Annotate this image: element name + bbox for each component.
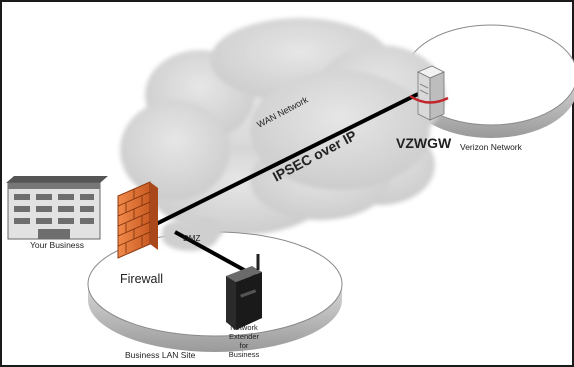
building-icon: [6, 176, 108, 240]
network-extender-icon: [226, 254, 262, 330]
verizon-network-label: Verizon Network: [460, 142, 523, 152]
network-extender-label: Network Extender for Business: [229, 323, 260, 359]
extender-label-line-4: Business: [229, 350, 260, 359]
dmz-cloud-icon: [162, 218, 223, 251]
dmz-label: DMZ: [183, 234, 200, 243]
server-icon: [409, 65, 449, 121]
dmz-link-line: [174, 230, 256, 278]
wan-cloud-icon: [120, 18, 445, 235]
verizon-network-disk: [404, 24, 574, 138]
extender-label-line-2: Extender: [229, 332, 260, 341]
business-lan-site-label: Business LAN Site: [125, 350, 196, 360]
firewall-label: Firewall: [120, 272, 163, 286]
ipsec-tunnel-line: [147, 92, 419, 230]
extender-label-line-3: for: [240, 341, 249, 350]
business-lan-disk: [87, 231, 343, 352]
extender-label-line-1: Network: [230, 323, 258, 332]
gateway-label: VZWGW: [396, 135, 452, 151]
your-business-label: Your Business: [30, 240, 84, 250]
firewall-icon: [117, 181, 158, 259]
